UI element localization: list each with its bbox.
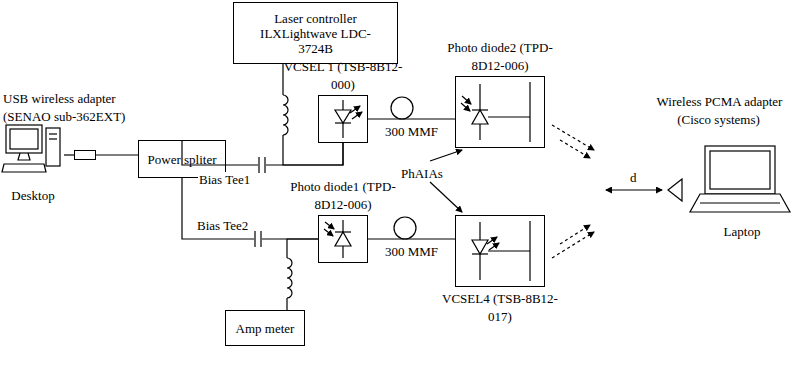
label-holder: Bias Tee2 <box>196 216 266 234</box>
distance-arrow <box>606 189 662 190</box>
text-holder: USB wireless adapter (SENAO sub-362EXT) <box>3 89 153 125</box>
node-text: VCSEL 1 (TSB-8B12-000) <box>284 59 403 92</box>
vcsel-box: VCSEL 1 (TSB-8B12-000) <box>318 95 368 143</box>
photodiode-symbol <box>461 82 530 142</box>
bias-tee-label: Bias Tee1 <box>198 172 251 187</box>
connector-line <box>64 154 74 155</box>
node-text: Laptop <box>724 224 761 239</box>
fiber-label: 300 MMF <box>384 124 439 139</box>
laptop-computer: Laptop <box>690 140 794 240</box>
inductor-symbol <box>281 95 288 135</box>
label-holder: PhAIAs <box>400 164 460 182</box>
desktop-computer: Desktop <box>2 122 64 204</box>
label-holder: 300 MMF <box>384 242 439 260</box>
fiber-loop <box>391 97 413 119</box>
label-holder: Wireless PCMA adapter (Cisco systems) <box>644 92 794 128</box>
text-holder: Photo diode1 (TPD-8D12-006) <box>278 177 408 213</box>
node-text: Laser controller ILXLightwave LDC-3724B <box>256 11 376 56</box>
text-holder: Desktop <box>0 186 98 204</box>
photodiode-box: Photo diode2 (TPD-8D12-006) <box>455 76 545 148</box>
desktop-icon <box>2 125 60 172</box>
connector-line <box>368 238 455 239</box>
fiber-loop <box>394 217 416 239</box>
node-text: VCSEL4 (TSB-8B12-017) <box>442 291 558 324</box>
leader-arrow <box>430 182 462 212</box>
laptop-icon <box>690 146 790 212</box>
connector-line <box>368 118 455 119</box>
node-text: Photo diode2 (TPD-8D12-006) <box>447 40 552 73</box>
connector-line <box>287 239 318 310</box>
group-label: PhAIAs <box>400 166 444 181</box>
fiber-label: 300 MMF <box>384 244 439 259</box>
bias-tee-label: Bias Tee2 <box>196 218 249 233</box>
node-text: USB wireless adapter (SENAO sub-362EXT) <box>3 91 125 124</box>
wireless-arrow <box>560 140 590 158</box>
controller-box: Laser controller ILXLightwave LDC-3724B <box>233 2 398 64</box>
wireless-arrow <box>560 225 590 244</box>
node-text: Power spliter <box>148 152 217 167</box>
node-text: Amp meter <box>236 321 295 336</box>
text-holder: Laptop <box>677 222 796 240</box>
amp-meter-box: Amp meter <box>225 310 305 346</box>
label-holder: Bias Tee1 <box>198 170 268 188</box>
vcsel-symbol <box>335 100 362 138</box>
label-holder: d <box>629 168 649 186</box>
photodiode-symbol <box>324 220 351 258</box>
photodiode-box: Photo diode1 (TPD-8D12-006) <box>318 215 368 263</box>
capacitor-symbol <box>254 231 262 247</box>
distance-label: d <box>629 170 638 185</box>
wireless-arrow <box>552 232 594 258</box>
text-holder: VCSEL4 (TSB-8B12-017) <box>435 289 565 325</box>
antenna-symbol <box>668 179 682 201</box>
label-holder: 300 MMF <box>384 122 439 140</box>
inductor-symbol <box>285 258 292 298</box>
node-text: Photo diode1 (TPD-8D12-006) <box>290 179 395 212</box>
vcsel-symbol <box>472 221 530 281</box>
connector-line <box>96 154 138 155</box>
usb-adapter-box: USB wireless adapter (SENAO sub-362EXT) <box>74 150 96 160</box>
capacitor-symbol <box>258 157 266 173</box>
text-holder: Photo diode2 (TPD-8D12-006) <box>435 38 565 74</box>
node-text: Desktop <box>11 188 54 203</box>
vcsel-box: VCSEL4 (TSB-8B12-017) <box>455 215 545 287</box>
text-holder: VCSEL 1 (TSB-8B12-000) <box>278 57 408 93</box>
adapter-label: Wireless PCMA adapter (Cisco systems) <box>656 94 783 127</box>
wireless-arrow <box>552 125 594 150</box>
leader-arrow <box>430 150 462 161</box>
